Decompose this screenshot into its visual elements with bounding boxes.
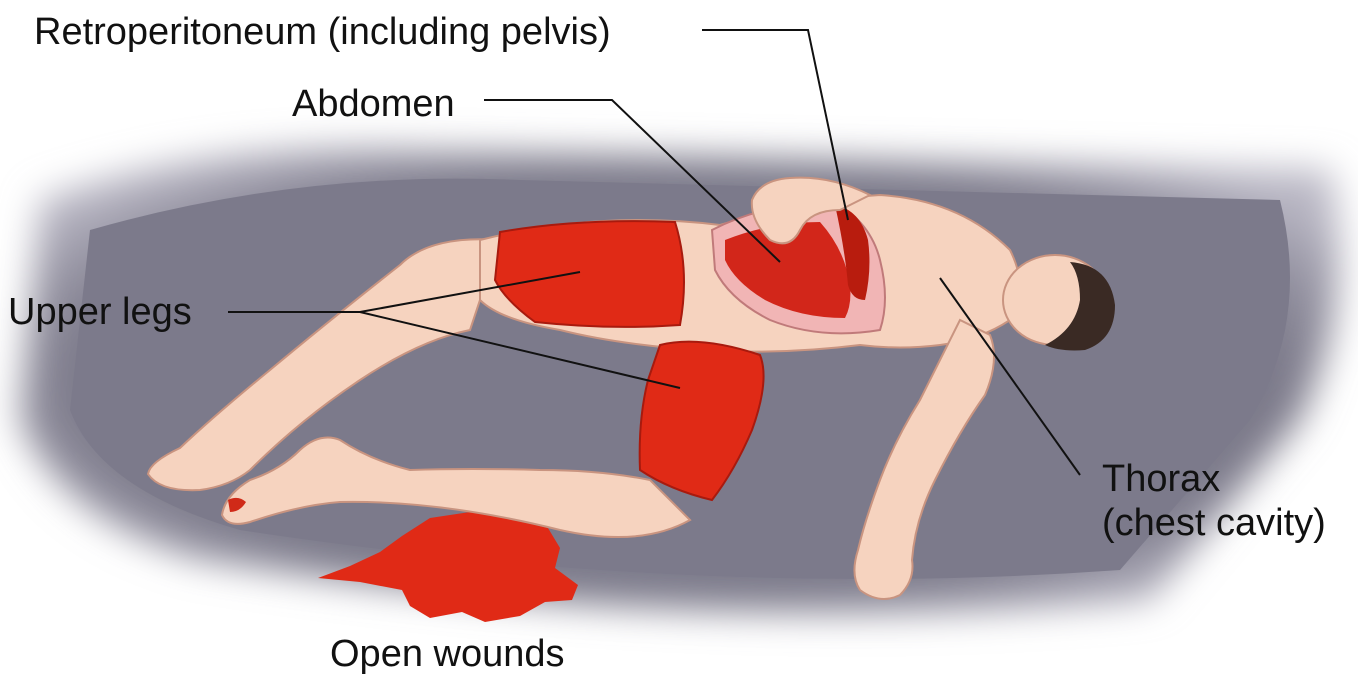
thorax-label: Thorax (chest cavity) bbox=[1102, 457, 1326, 545]
left-upper-leg-highlight bbox=[495, 221, 684, 327]
upper-legs-label: Upper legs bbox=[8, 290, 192, 334]
abdomen-label: Abdomen bbox=[292, 82, 455, 126]
thorax-label-line2: (chest cavity) bbox=[1102, 501, 1326, 545]
thorax-label-line1: Thorax bbox=[1102, 457, 1326, 501]
retroperitoneum-label: Retroperitoneum (including pelvis) bbox=[34, 10, 611, 54]
open-wounds-label: Open wounds bbox=[330, 632, 565, 676]
